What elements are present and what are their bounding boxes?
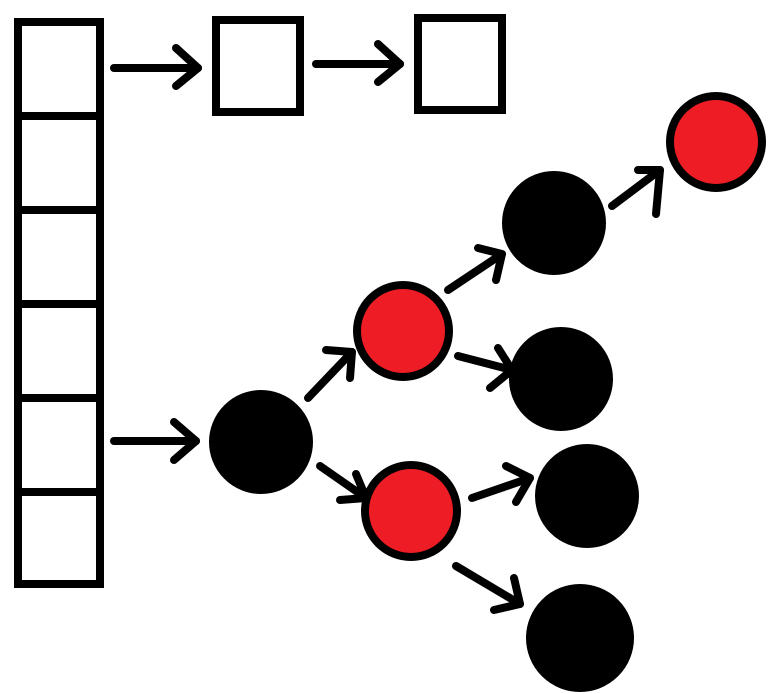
- bucket-5: [14, 488, 104, 588]
- bucket-array: [14, 18, 104, 588]
- tree-node-n-lr: [509, 327, 613, 431]
- bucket-3: [14, 300, 104, 402]
- tree-node-n-lll: [666, 92, 766, 192]
- tree-node-n-rl: [535, 444, 639, 548]
- arrows: [110, 40, 664, 614]
- tree: [209, 92, 766, 692]
- tree-node-n-rr: [526, 584, 634, 692]
- arrow-nl-nll: [444, 244, 506, 294]
- arrow-bucket0-list1: [110, 44, 202, 90]
- arrow-nll-nlll: [608, 166, 664, 218]
- bucket-4: [14, 394, 104, 496]
- arrow-list1-list2: [312, 40, 404, 86]
- arrow-root-nl: [304, 346, 356, 402]
- tree-node-n-l: [353, 281, 453, 381]
- list-node-2: [414, 14, 506, 114]
- arrow-nr-nrr: [452, 562, 524, 614]
- bucket-1: [14, 112, 104, 214]
- linked-list: [212, 14, 506, 116]
- tree-node-n-r: [361, 461, 461, 561]
- arrow-bucket4-root: [110, 418, 200, 464]
- arrow-nr-nrl: [468, 462, 534, 506]
- tree-node-n-ll: [502, 171, 606, 275]
- list-node-1: [212, 16, 304, 116]
- bucket-2: [14, 206, 104, 308]
- bucket-0: [14, 18, 104, 120]
- tree-node-root: [209, 390, 313, 494]
